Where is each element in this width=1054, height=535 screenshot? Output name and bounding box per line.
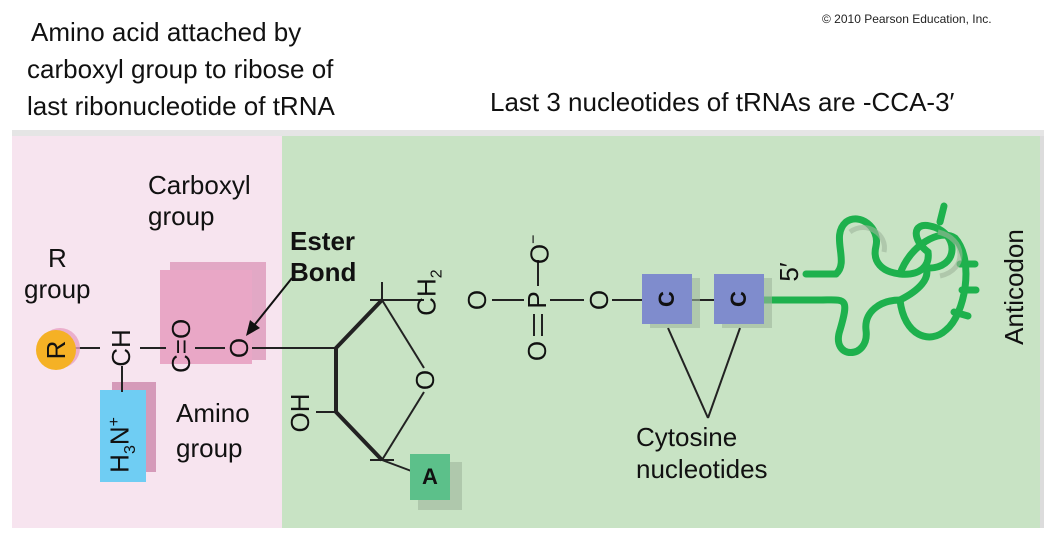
cytosine-box-2: C: [714, 274, 764, 324]
ring-bold-edge: [334, 298, 384, 462]
trna-strand: [760, 202, 980, 356]
label-carboxyl-2: group: [148, 201, 215, 231]
amino-group-box: [100, 390, 146, 482]
copyright-text: © 2010 Pearson Education, Inc.: [822, 12, 992, 26]
ring-c1-a: [381, 459, 415, 473]
cytosine-box-1: C: [642, 274, 692, 324]
trna-shadow: [848, 225, 963, 279]
adenine-label: A: [422, 464, 438, 489]
label-amino-1: Amino: [176, 398, 250, 428]
panel-right-shadow: [1040, 136, 1044, 528]
caption-right: Last 3 nucleotides of tRNAs are -CCA-3′: [490, 87, 955, 117]
caption-left-line1: Amino acid attached by: [31, 17, 302, 47]
label-r-group-2: group: [24, 274, 91, 304]
bracket-right: [707, 327, 741, 419]
label-cytosine-2: nucleotides: [636, 454, 768, 484]
caption-left-line2: carboxyl group to ribose of: [27, 54, 334, 84]
caption-left-line3: last ribonucleotide of tRNA: [27, 91, 335, 121]
label-carboxyl-1: Carboxyl: [148, 170, 251, 200]
adenine-box: A: [410, 454, 450, 500]
label-amino-2: group: [176, 433, 243, 463]
label-ester-1: Ester: [290, 226, 356, 256]
label-cytosine-1: Cytosine: [636, 422, 738, 452]
label-ester-2: Bond: [290, 257, 357, 287]
label-r-group-1: R: [48, 243, 67, 273]
r-group-circle: [36, 330, 76, 370]
panel-top-shadow: [12, 130, 1044, 136]
ring-o-c1: [381, 391, 425, 461]
bracket-left: [667, 327, 709, 419]
ring-c4-o: [381, 299, 425, 369]
